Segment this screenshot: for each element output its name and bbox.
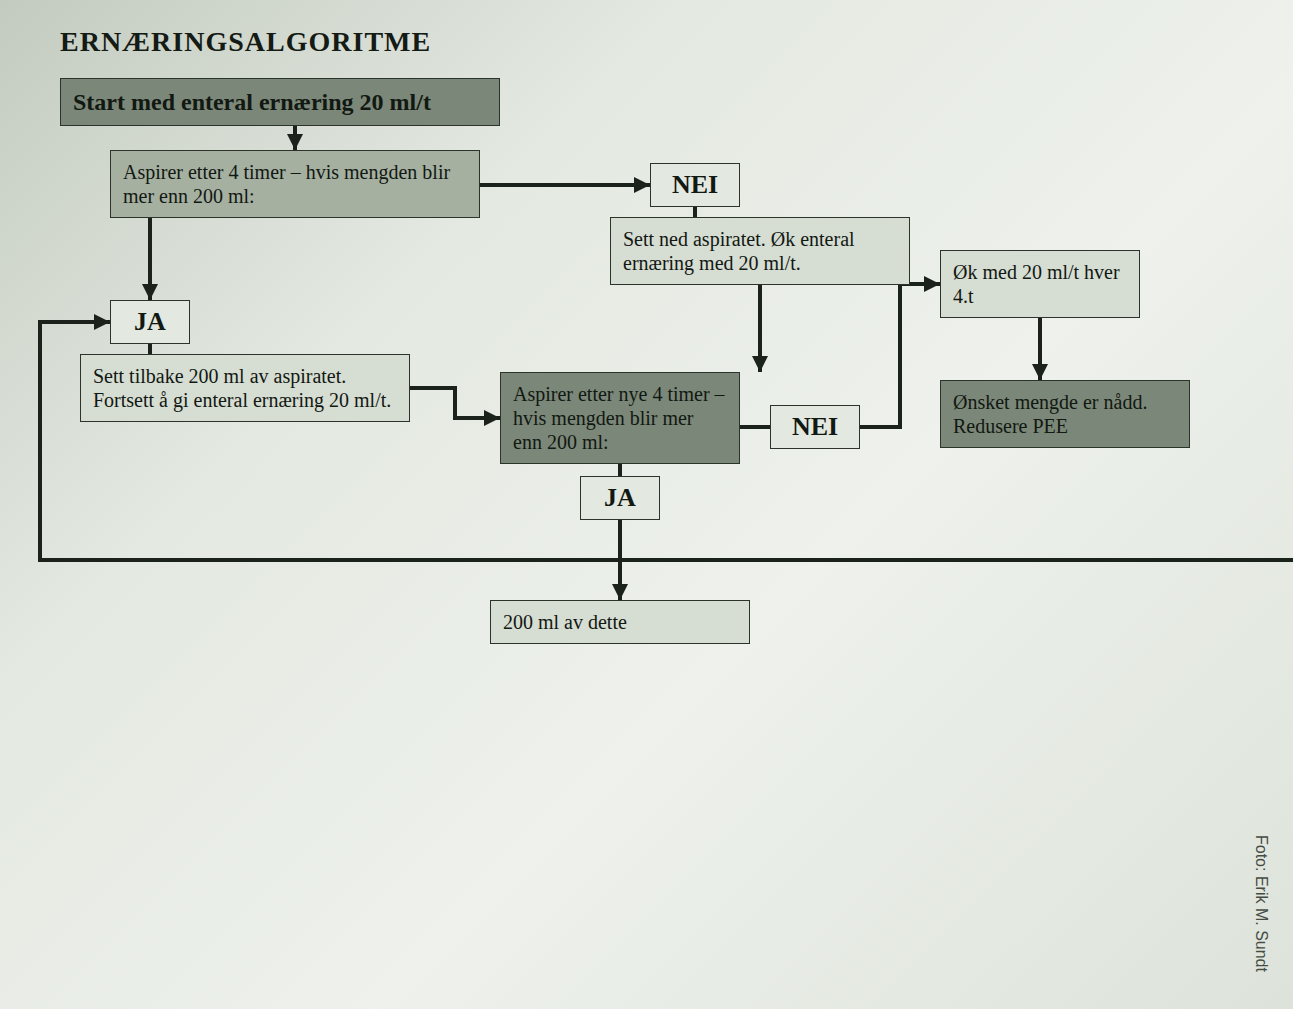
process-box: 200 ml av dette: [490, 600, 750, 644]
flow-arrow: [618, 464, 622, 476]
process-box: Aspirer etter 4 timer – hvis mengden bli…: [110, 150, 480, 218]
flow-arrow: [693, 207, 697, 217]
flow-arrow: [148, 344, 152, 354]
box-text: Sett tilbake 200 ml av aspiratet. Fortse…: [93, 364, 397, 412]
photo-credit: Foto: Erik M. Sundt: [1252, 835, 1270, 972]
answer-tag: JA: [110, 300, 190, 344]
box-text: Ønsket mengde er nådd. Redusere PEE: [953, 390, 1177, 438]
flow-arrow: [758, 285, 762, 372]
process-box: Øk med 20 ml/t hver 4.t: [940, 250, 1140, 318]
answer-tag: NEI: [650, 163, 740, 207]
box-text: Aspirer etter 4 timer – hvis mengden bli…: [123, 160, 467, 208]
decision-box: Aspirer etter nye 4 timer – hvis mengden…: [500, 372, 740, 464]
box-text: Øk med 20 ml/t hver 4.t: [953, 260, 1127, 308]
chart-title: ERNÆRINGSALGORITME: [60, 26, 431, 58]
start-band: Start med enteral ernæring 20 ml/t: [60, 78, 500, 126]
flow-arrow: [1038, 318, 1042, 380]
answer-tag: JA: [580, 476, 660, 520]
flow-arrow: [148, 218, 152, 300]
box-text: NEI: [659, 170, 731, 200]
process-box: Sett ned aspiratet. Øk enteral ernæring …: [610, 217, 910, 285]
flow-arrow: [740, 425, 770, 429]
result-box: Ønsket mengde er nådd. Redusere PEE: [940, 380, 1190, 448]
box-text: 200 ml av dette: [503, 610, 737, 634]
box-text: Start med enteral ernæring 20 ml/t: [73, 88, 487, 116]
flow-arrow: [860, 284, 940, 427]
return-line: [40, 322, 1293, 560]
box-text: JA: [589, 483, 651, 513]
flow-arrow: [410, 388, 500, 418]
process-box: Sett tilbake 200 ml av aspiratet. Fortse…: [80, 354, 410, 422]
box-text: Aspirer etter nye 4 timer – hvis mengden…: [513, 382, 727, 454]
flow-arrow: [293, 126, 297, 150]
box-text: Sett ned aspiratet. Øk enteral ernæring …: [623, 227, 897, 275]
box-text: NEI: [779, 412, 851, 442]
answer-tag: NEI: [770, 405, 860, 449]
flow-arrow: [480, 183, 650, 187]
box-text: JA: [119, 307, 181, 337]
